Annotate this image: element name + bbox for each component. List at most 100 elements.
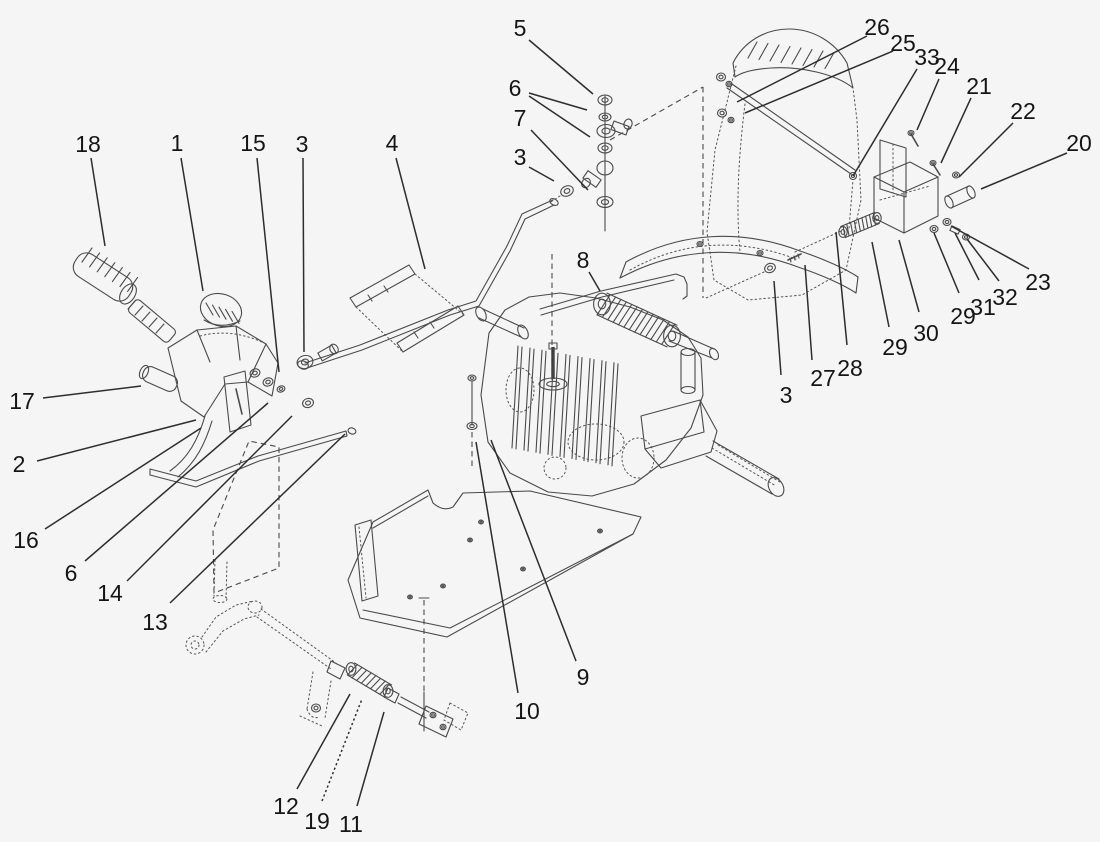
leader-line-3 — [302, 157, 305, 353]
leader-line-30 — [898, 239, 920, 313]
leader-line-19 — [321, 698, 363, 802]
control-rod — [297, 198, 559, 370]
leader-line-5 — [528, 39, 594, 95]
callout-label-17: 17 — [9, 388, 35, 414]
clevis-bracket — [418, 705, 454, 738]
leader-line-31 — [954, 232, 980, 281]
leader-line-14 — [126, 415, 293, 582]
panel-cap — [732, 28, 854, 89]
transaxle-body — [480, 292, 704, 497]
turnbuckle — [326, 660, 346, 680]
phantom-plate-left — [212, 440, 280, 594]
callout-label-8: 8 — [577, 247, 590, 273]
leader-line-15 — [256, 157, 280, 373]
callout-label-28: 28 — [837, 355, 863, 381]
rail-holes — [696, 240, 764, 257]
callout-label-25: 25 — [890, 30, 916, 56]
anchor-stud — [848, 171, 858, 181]
callout-label-30: 30 — [913, 320, 939, 346]
brake-shaft — [680, 385, 696, 395]
leader-line-3 — [773, 280, 782, 376]
grip-upper — [72, 252, 134, 302]
leader-line-9 — [490, 439, 577, 662]
grip-hatching — [81, 247, 240, 334]
leader-line-11 — [356, 711, 385, 807]
callout-label-27: 27 — [810, 365, 836, 391]
brake-linkage — [185, 600, 469, 738]
valve-spring — [838, 211, 882, 239]
stack-washers — [560, 94, 616, 209]
callout-label-16: 16 — [13, 527, 39, 553]
callout-label-26: 26 — [864, 14, 890, 40]
cooling-fins — [511, 345, 619, 467]
panel-bolts — [715, 72, 735, 124]
callout-label-18: 18 — [75, 131, 101, 157]
frame-panel — [706, 28, 862, 301]
leader-line-7 — [530, 129, 589, 191]
brake-rod — [149, 430, 348, 488]
pan-strap — [354, 519, 379, 602]
callout-label-1: 1 — [171, 130, 184, 156]
leader-line-29 — [871, 241, 890, 328]
leader-line-29 — [933, 232, 960, 294]
pan-holes — [407, 519, 603, 600]
leader-line-33 — [852, 68, 918, 177]
leader-line-3 — [528, 166, 555, 182]
callout-label-32: 32 — [992, 284, 1018, 310]
leader-line-10 — [475, 441, 519, 694]
callout-label-9: 9 — [577, 664, 590, 690]
valve-bracket — [879, 139, 907, 198]
callout-label-29: 29 — [882, 334, 908, 360]
support-rod — [539, 273, 688, 316]
callout-label-15: 15 — [240, 130, 266, 156]
leader-line-13 — [169, 433, 346, 604]
pivot-bracket — [223, 370, 252, 433]
callout-label-2: 2 — [13, 451, 26, 477]
pivot-washers — [249, 354, 314, 409]
input-shaft — [517, 324, 529, 340]
callout-label-14: 14 — [97, 580, 123, 606]
leader-line-28 — [835, 231, 848, 346]
valve-end-cap — [966, 185, 976, 199]
leader-line-6 — [528, 92, 588, 111]
axle-housing — [640, 399, 718, 469]
leader-line-25 — [744, 50, 894, 114]
axle-shaft — [767, 477, 785, 497]
callout-label-31: 31 — [970, 294, 996, 320]
leader-line-20 — [980, 152, 1068, 190]
leader-line-8 — [588, 271, 601, 292]
callout-label-20: 20 — [1066, 130, 1092, 156]
callout-label-13: 13 — [142, 609, 168, 635]
callout-label-3: 3 — [780, 382, 793, 408]
damper-spring — [593, 292, 681, 348]
callout-label-29: 29 — [950, 303, 976, 329]
callout-label-3: 3 — [296, 131, 309, 157]
leader-line-22 — [958, 122, 1014, 178]
control-lever-assembly — [72, 247, 357, 603]
leader-line-4 — [395, 157, 426, 270]
linkage-fasteners — [310, 703, 447, 731]
leader-line-1 — [180, 157, 204, 292]
callout-label-12: 12 — [273, 793, 299, 819]
callout-label-4: 4 — [386, 130, 399, 156]
ball-joint — [596, 160, 614, 176]
transaxle — [466, 292, 785, 497]
panel-cap-hatching — [747, 41, 835, 70]
leader-line-6 — [84, 402, 269, 562]
callout-label-10: 10 — [514, 698, 540, 724]
callout-label-22: 22 — [1010, 98, 1036, 124]
leader-line-27 — [804, 264, 813, 361]
leader-line-12 — [296, 693, 351, 790]
leader-line-26 — [736, 35, 868, 103]
valve-assembly — [705, 129, 976, 299]
lever-arm — [128, 299, 176, 343]
callout-label-6: 6 — [65, 560, 78, 586]
frame-rail — [619, 235, 859, 294]
base-pan — [347, 489, 642, 732]
callout-label-11: 11 — [339, 811, 363, 837]
callout-label-3: 3 — [514, 144, 527, 170]
callout-label-24: 24 — [934, 53, 960, 79]
